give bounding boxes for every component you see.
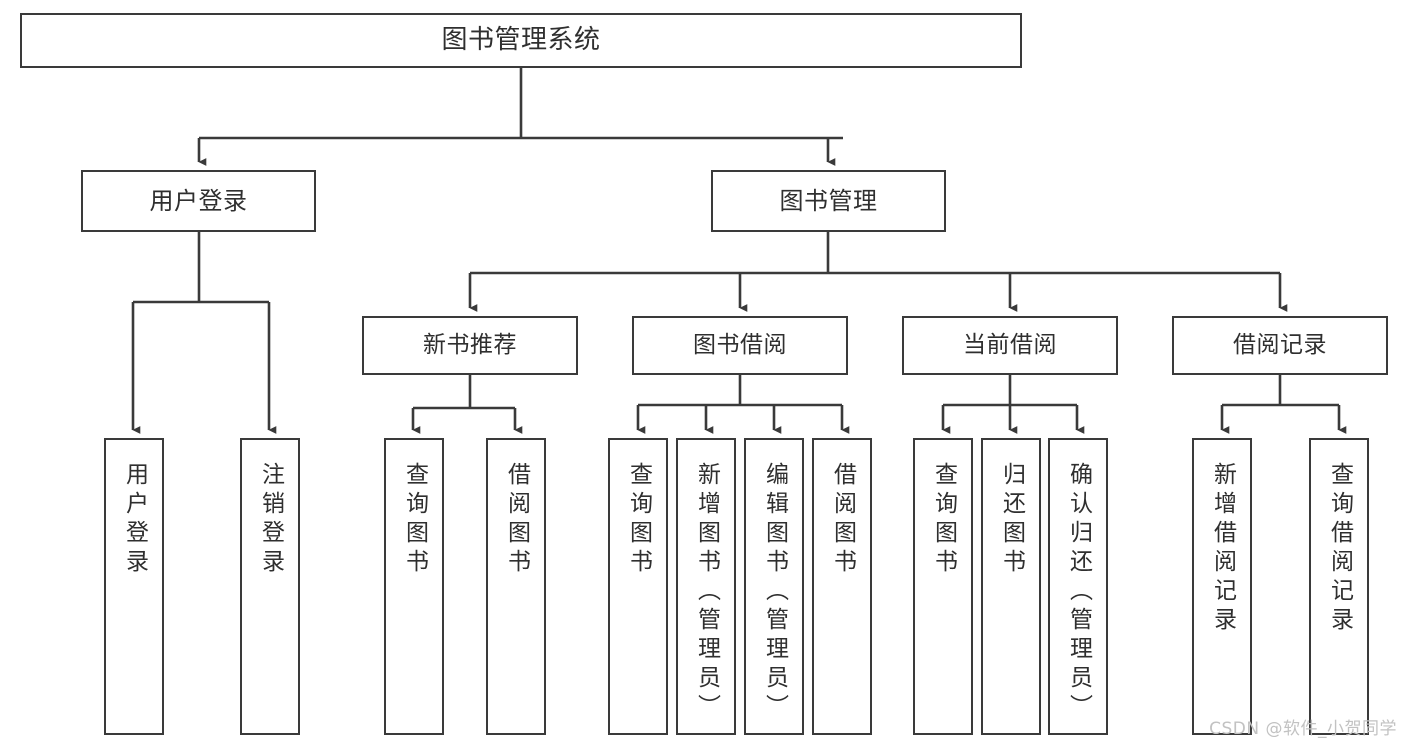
node-label: 借阅图书 <box>503 462 530 578</box>
node-label: 当前借阅 <box>963 331 1057 358</box>
node-label: 归还图书 <box>998 462 1025 578</box>
node-leaf-query-book-recommend[interactable]: 查询图书 <box>384 438 444 735</box>
node-leaf-query-book-current[interactable]: 查询图书 <box>913 438 973 735</box>
node-label: 新书推荐 <box>423 331 517 358</box>
node-leaf-add-book[interactable]: 新增图书（管理员） <box>676 438 736 735</box>
node-leaf-user-login[interactable]: 用户登录 <box>104 438 164 735</box>
node-leaf-borrow-book-recommend[interactable]: 借阅图书 <box>486 438 546 735</box>
node-current-borrow[interactable]: 当前借阅 <box>902 316 1118 375</box>
node-new-book-recommend[interactable]: 新书推荐 <box>362 316 578 375</box>
csdn-watermark: CSDN @软件_小贺同学 <box>1209 719 1397 739</box>
node-label: 借阅记录 <box>1233 331 1327 358</box>
node-leaf-confirm-return[interactable]: 确认归还（管理员） <box>1048 438 1108 735</box>
node-leaf-add-borrow-record[interactable]: 新增借阅记录 <box>1192 438 1252 735</box>
node-label: 新增图书（管理员） <box>693 462 720 723</box>
node-book-borrow[interactable]: 图书借阅 <box>632 316 848 375</box>
node-leaf-query-book-borrow[interactable]: 查询图书 <box>608 438 668 735</box>
node-leaf-borrow-book[interactable]: 借阅图书 <box>812 438 872 735</box>
node-label: 用户登录 <box>121 462 148 578</box>
node-label: 查询图书 <box>401 462 428 578</box>
node-book-management[interactable]: 图书管理 <box>711 170 946 232</box>
node-label: 查询图书 <box>930 462 957 578</box>
node-label: 查询图书 <box>625 462 652 578</box>
node-label: 图书管理 <box>779 186 878 215</box>
node-leaf-logout-login[interactable]: 注销登录 <box>240 438 300 735</box>
node-leaf-return-book[interactable]: 归还图书 <box>981 438 1041 735</box>
node-label: 查询借阅记录 <box>1326 462 1353 636</box>
node-label: 确认归还（管理员） <box>1065 462 1092 723</box>
node-root-book-management-system[interactable]: 图书管理系统 <box>20 13 1022 68</box>
node-leaf-query-borrow-record[interactable]: 查询借阅记录 <box>1309 438 1369 735</box>
node-label: 编辑图书（管理员） <box>761 462 788 723</box>
node-label: 用户登录 <box>149 186 248 215</box>
node-label: 借阅图书 <box>829 462 856 578</box>
node-label: 新增借阅记录 <box>1209 462 1236 636</box>
node-label: 图书管理系统 <box>441 25 601 56</box>
node-leaf-edit-book[interactable]: 编辑图书（管理员） <box>744 438 804 735</box>
node-borrow-record[interactable]: 借阅记录 <box>1172 316 1388 375</box>
node-user-login[interactable]: 用户登录 <box>81 170 316 232</box>
node-label: 注销登录 <box>257 462 284 578</box>
node-label: 图书借阅 <box>693 331 787 358</box>
